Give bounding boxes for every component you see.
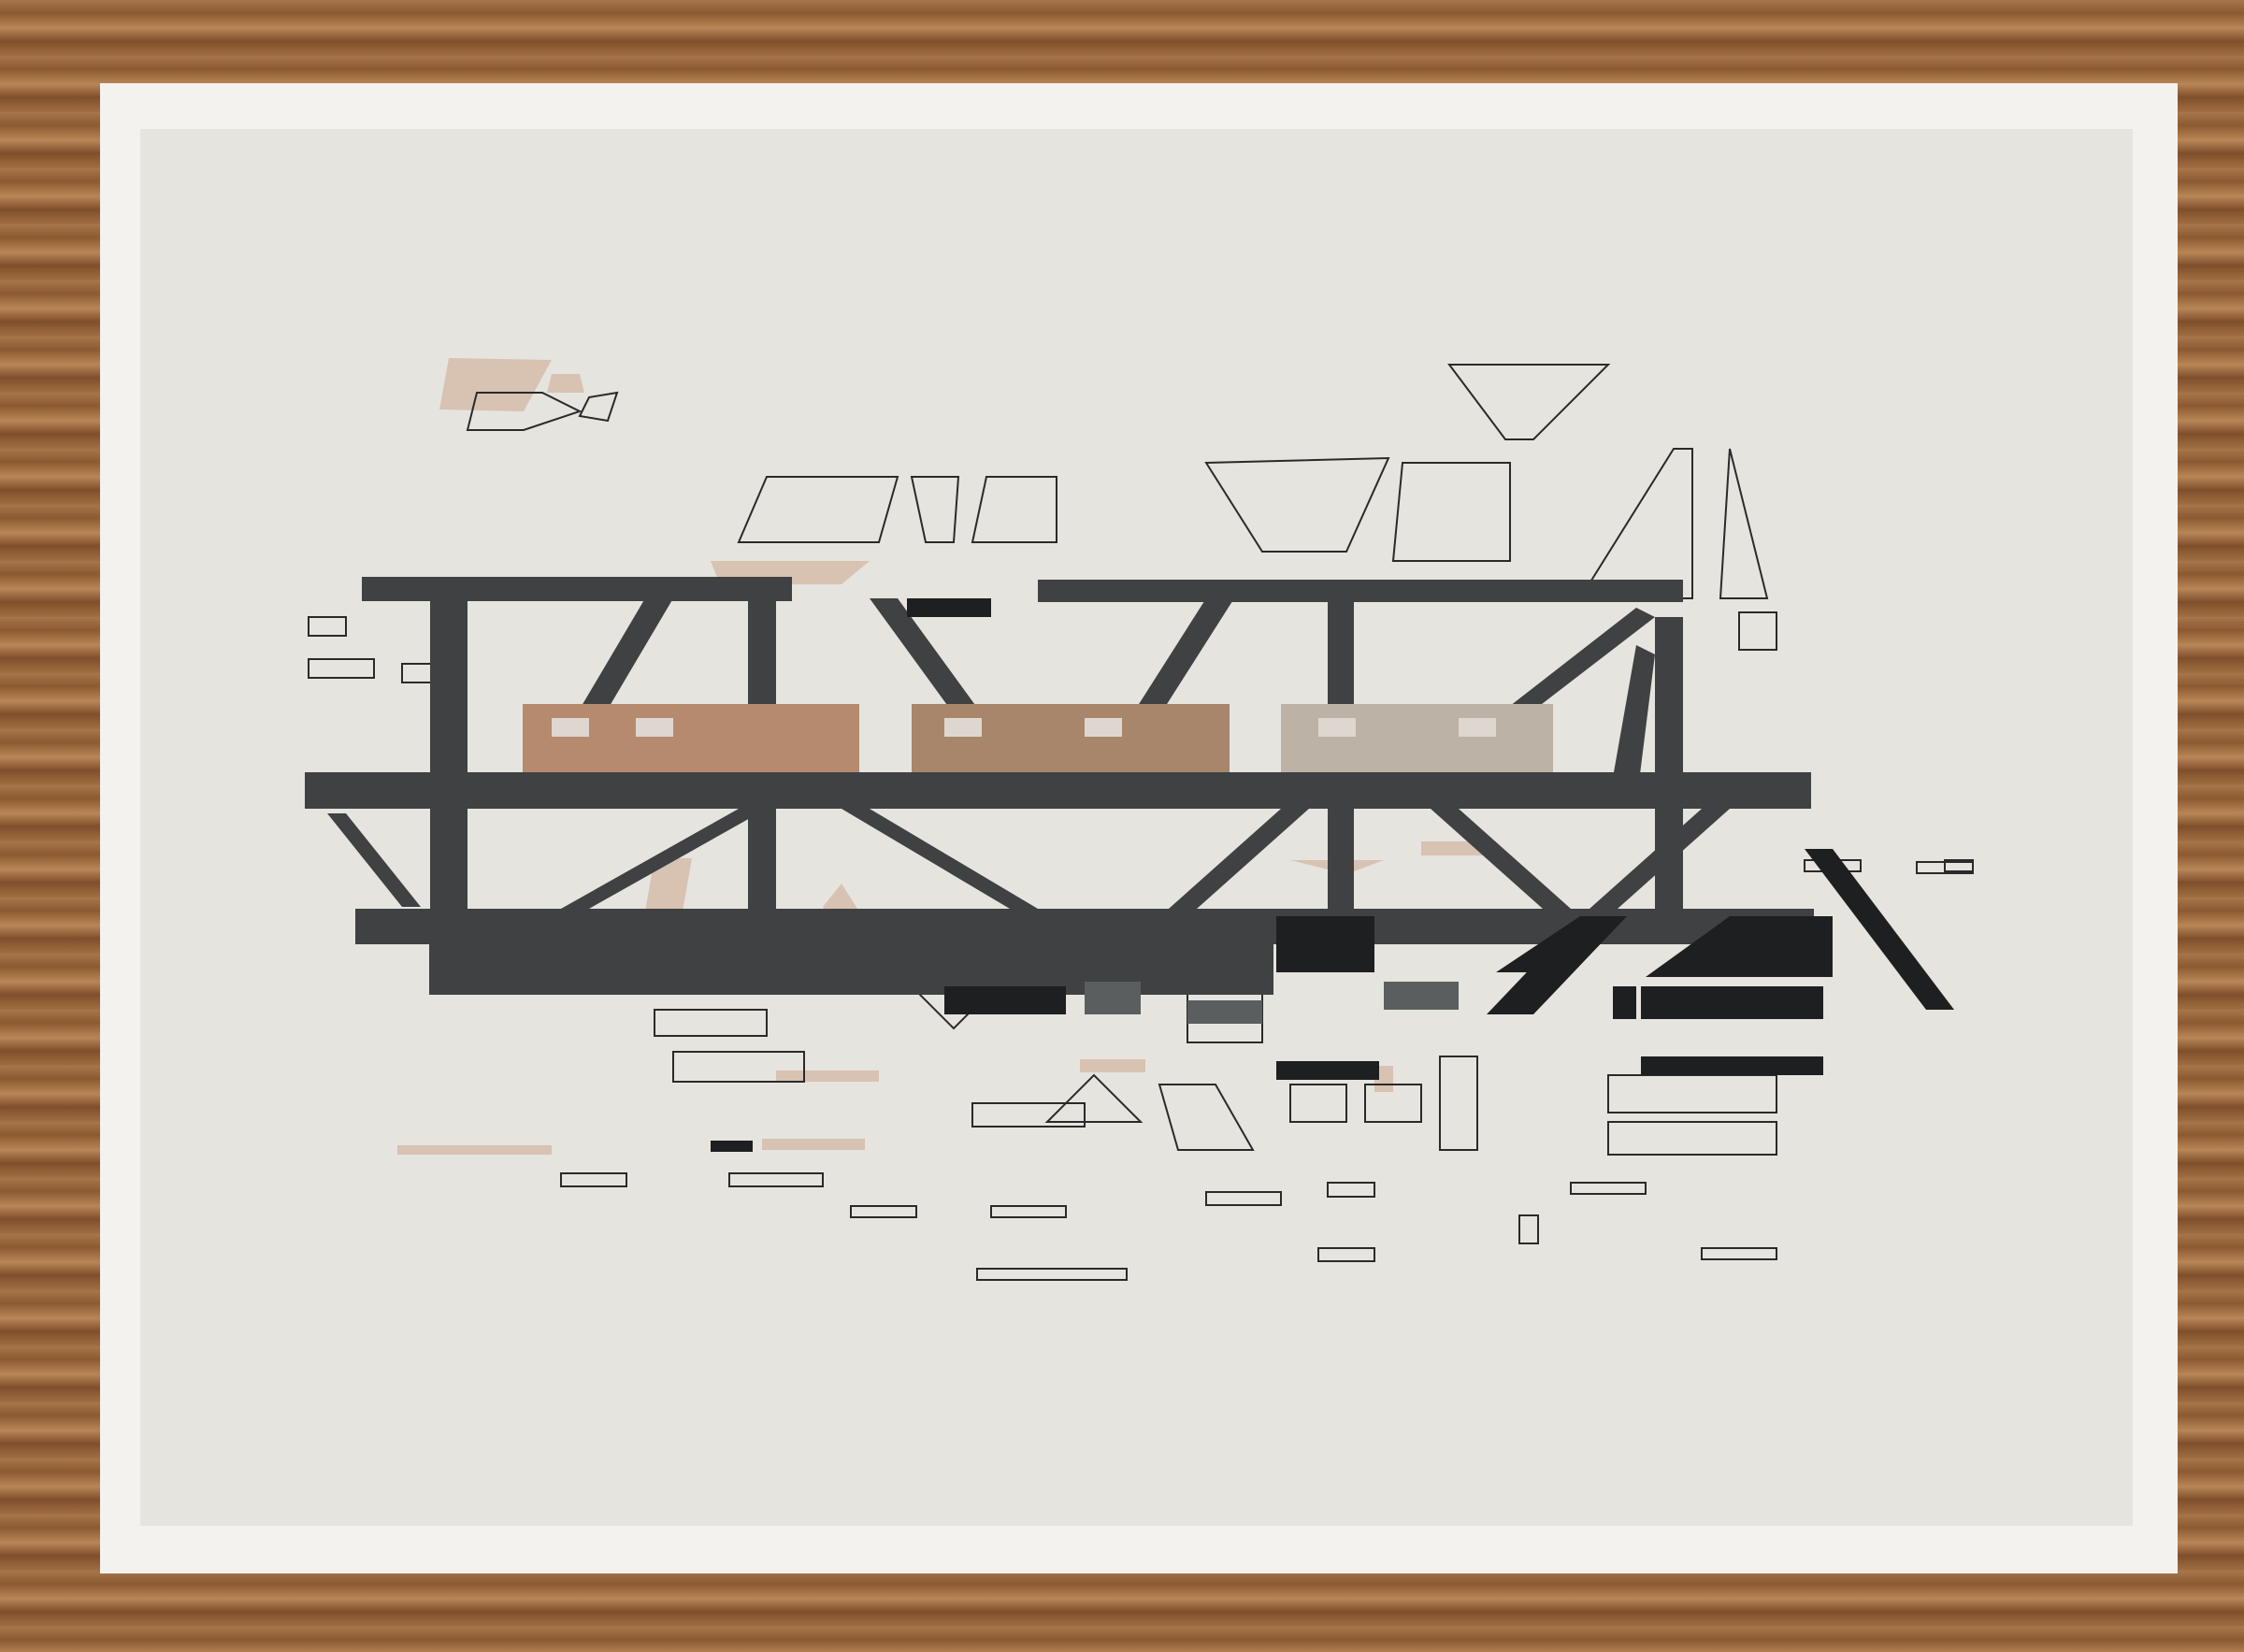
subway-train xyxy=(523,704,1553,772)
outline-shapes xyxy=(308,364,1974,1281)
dark-blocks xyxy=(711,598,1954,1152)
grey-blocks xyxy=(1085,982,1459,1024)
